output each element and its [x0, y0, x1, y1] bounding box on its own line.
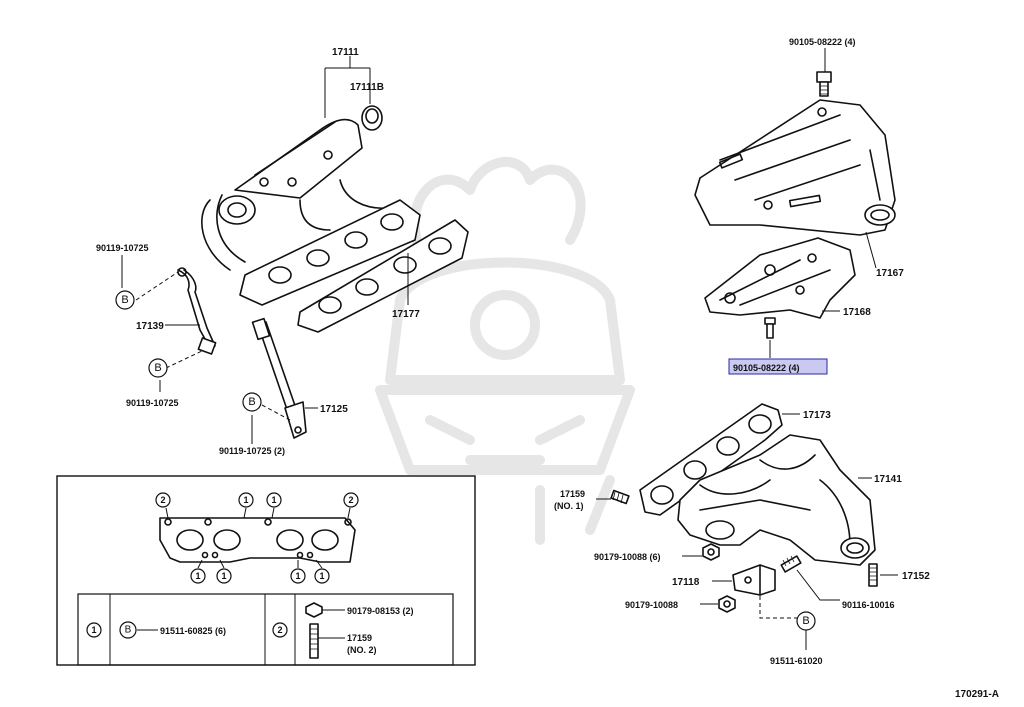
svg-text:1: 1: [91, 625, 96, 635]
svg-text:1: 1: [319, 571, 324, 581]
label-90119-10725-c[interactable]: 90119-10725 (2): [219, 446, 285, 456]
callout-1-legend-f: 1: [314, 568, 330, 584]
label-17177[interactable]: 17177: [392, 309, 420, 320]
label-17139[interactable]: 17139: [136, 321, 164, 332]
heat-insulator-17167[interactable]: [694, 99, 896, 236]
label-91511-61020[interactable]: 91511-61020: [770, 656, 823, 666]
callout-b-2[interactable]: B: [148, 358, 168, 378]
callout-1-legend-row: 1: [86, 622, 102, 638]
label-17141[interactable]: 17141: [874, 474, 902, 485]
callout-2-legend-a: 2: [155, 492, 171, 508]
svg-text:B: B: [125, 625, 132, 636]
label-17159-no1[interactable]: 17159: [560, 489, 585, 499]
heat-insulator-17168[interactable]: [704, 237, 856, 319]
svg-text:1: 1: [295, 571, 300, 581]
callout-b-1[interactable]: B: [115, 290, 135, 310]
svg-text:1: 1: [271, 495, 276, 505]
legend-box: [56, 475, 476, 666]
legend-row2-part-b-suffix: (NO. 2): [347, 645, 377, 655]
nut-90179-10088-6[interactable]: [702, 543, 720, 561]
svg-text:B: B: [248, 396, 255, 408]
stay-17125[interactable]: [251, 317, 307, 439]
legend-row1-part[interactable]: 91511-60825 (6): [160, 626, 226, 636]
stud-17159-no1[interactable]: [610, 489, 630, 505]
svg-text:2: 2: [277, 625, 282, 635]
svg-text:B: B: [121, 294, 128, 306]
nut-90179-10088[interactable]: [718, 595, 736, 613]
svg-text:1: 1: [195, 571, 200, 581]
label-17167[interactable]: 17167: [876, 268, 904, 279]
legend-row2-part-a[interactable]: 90179-08153 (2): [347, 606, 414, 616]
callout-1-legend-d: 1: [216, 568, 232, 584]
exhaust-manifold-17141[interactable]: [677, 434, 876, 566]
callout-2-legend-row: 2: [272, 622, 288, 638]
bolt-90105-top[interactable]: [816, 71, 832, 97]
svg-text:2: 2: [160, 495, 165, 505]
label-90116-10016[interactable]: 90116-10016: [842, 600, 895, 610]
svg-text:2: 2: [348, 495, 353, 505]
callout-b-4[interactable]: B: [796, 611, 816, 631]
gasket-17173[interactable]: [639, 403, 783, 516]
label-17173[interactable]: 17173: [803, 410, 831, 421]
plug-17111b[interactable]: [361, 105, 383, 131]
label-17152[interactable]: 17152: [902, 571, 930, 582]
stud-17152[interactable]: [868, 563, 878, 587]
label-90119-10725-a[interactable]: 90119-10725: [96, 243, 149, 253]
callout-1-legend-e: 1: [290, 568, 306, 584]
label-17118[interactable]: 17118: [672, 577, 700, 588]
legend-stud-icon: [309, 623, 319, 659]
intake-manifold-17111[interactable]: [201, 118, 421, 306]
callout-2-legend-b: 2: [343, 492, 359, 508]
legend-nut-icon: [305, 602, 323, 618]
callout-1-legend-c: 1: [190, 568, 206, 584]
bolt-90105-bottom[interactable]: [764, 317, 776, 339]
svg-text:B: B: [802, 615, 809, 627]
legend-gasket-drawing: [159, 517, 356, 563]
label-90119-10725-b[interactable]: 90119-10725: [126, 398, 179, 408]
svg-text:1: 1: [243, 495, 248, 505]
label-17111[interactable]: 17111: [332, 47, 359, 58]
label-17159-no1-suffix: (NO. 1): [554, 501, 584, 511]
callout-1-legend-b: 1: [266, 492, 282, 508]
label-90179-10088[interactable]: 90179-10088: [625, 600, 678, 610]
stud-90116-10016[interactable]: [780, 555, 802, 573]
stay-17139[interactable]: [177, 267, 217, 355]
callout-b-legend: B: [119, 621, 137, 639]
label-17125[interactable]: 17125: [320, 404, 348, 415]
svg-text:1: 1: [221, 571, 226, 581]
callout-1-legend-a: 1: [238, 492, 254, 508]
highlight-90105-bottom: [728, 358, 828, 375]
label-17168[interactable]: 17168: [843, 307, 871, 318]
svg-text:B: B: [154, 362, 161, 374]
gasket-17177[interactable]: [297, 219, 469, 333]
label-90105-08222-bottom[interactable]: 90105-08222 (4): [733, 363, 800, 373]
label-90179-10088-6[interactable]: 90179-10088 (6): [594, 552, 661, 562]
label-90105-08222-top[interactable]: 90105-08222 (4): [789, 37, 856, 47]
legend-row2-part-b[interactable]: 17159: [347, 633, 372, 643]
diagram-code: 170291-A: [955, 689, 999, 700]
label-17111b[interactable]: 17111B: [350, 82, 384, 93]
callout-b-3[interactable]: B: [242, 392, 262, 412]
bracket-17118[interactable]: [732, 564, 776, 596]
